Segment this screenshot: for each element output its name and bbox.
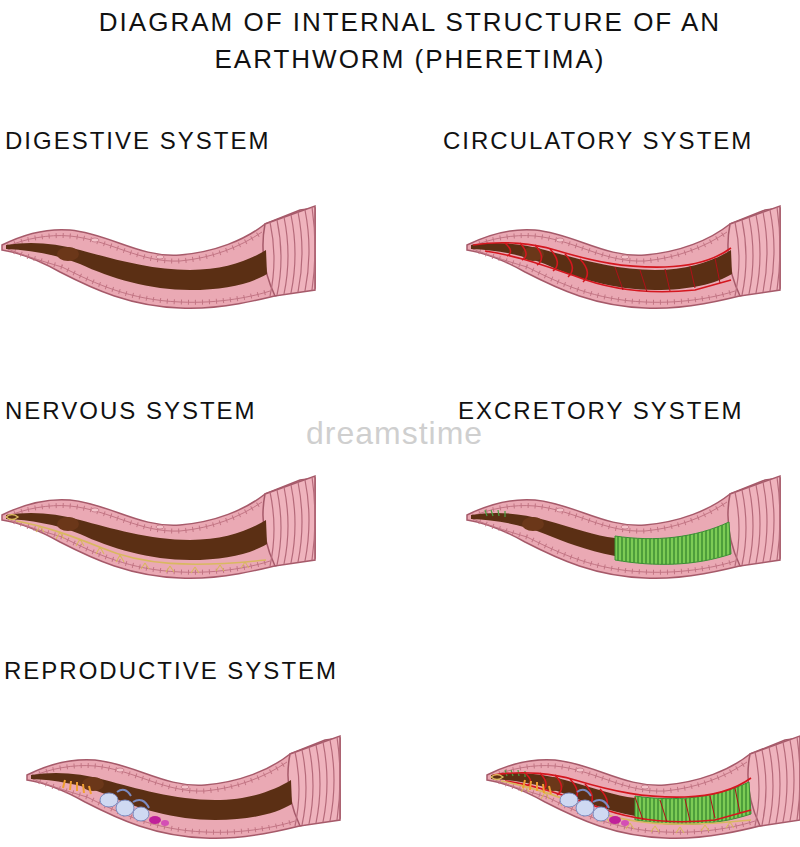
reproductive-worm [27,736,340,838]
system-label: CIRCULATORY SYSTEM [443,126,753,156]
reproductive-organs [63,780,169,826]
nervous-worm [2,476,315,578]
reproductive-organs [523,780,629,826]
system-label: REPRODUCTIVE SYSTEM [4,656,338,686]
watermark: dreamstime [306,418,483,448]
excretory-worm [467,476,780,578]
circulatory-worm [467,206,780,308]
worm-body [467,476,780,578]
worm-body [2,206,315,308]
blood-vessels [493,773,751,822]
gut [471,513,615,556]
nerve-cord [6,515,266,574]
digestive-worm [2,206,315,308]
nephridia [485,510,731,564]
blood-vessels [473,243,731,292]
system-label: NERVOUS SYSTEM [5,396,257,426]
worm-body [2,476,315,578]
worm-body [487,736,800,838]
system-label: DIGESTIVE SYSTEM [5,126,270,156]
nerve-cord [491,775,751,834]
combined-worm [487,736,800,838]
worm-body [467,206,780,308]
diagram-title: DIAGRAM OF INTERNAL STRUCTURE OF AN EART… [90,4,730,78]
gut [6,513,267,560]
gut [31,773,292,820]
system-label: EXCRETORY SYSTEM [458,396,743,426]
gut [6,243,267,290]
worm-body [27,736,340,838]
